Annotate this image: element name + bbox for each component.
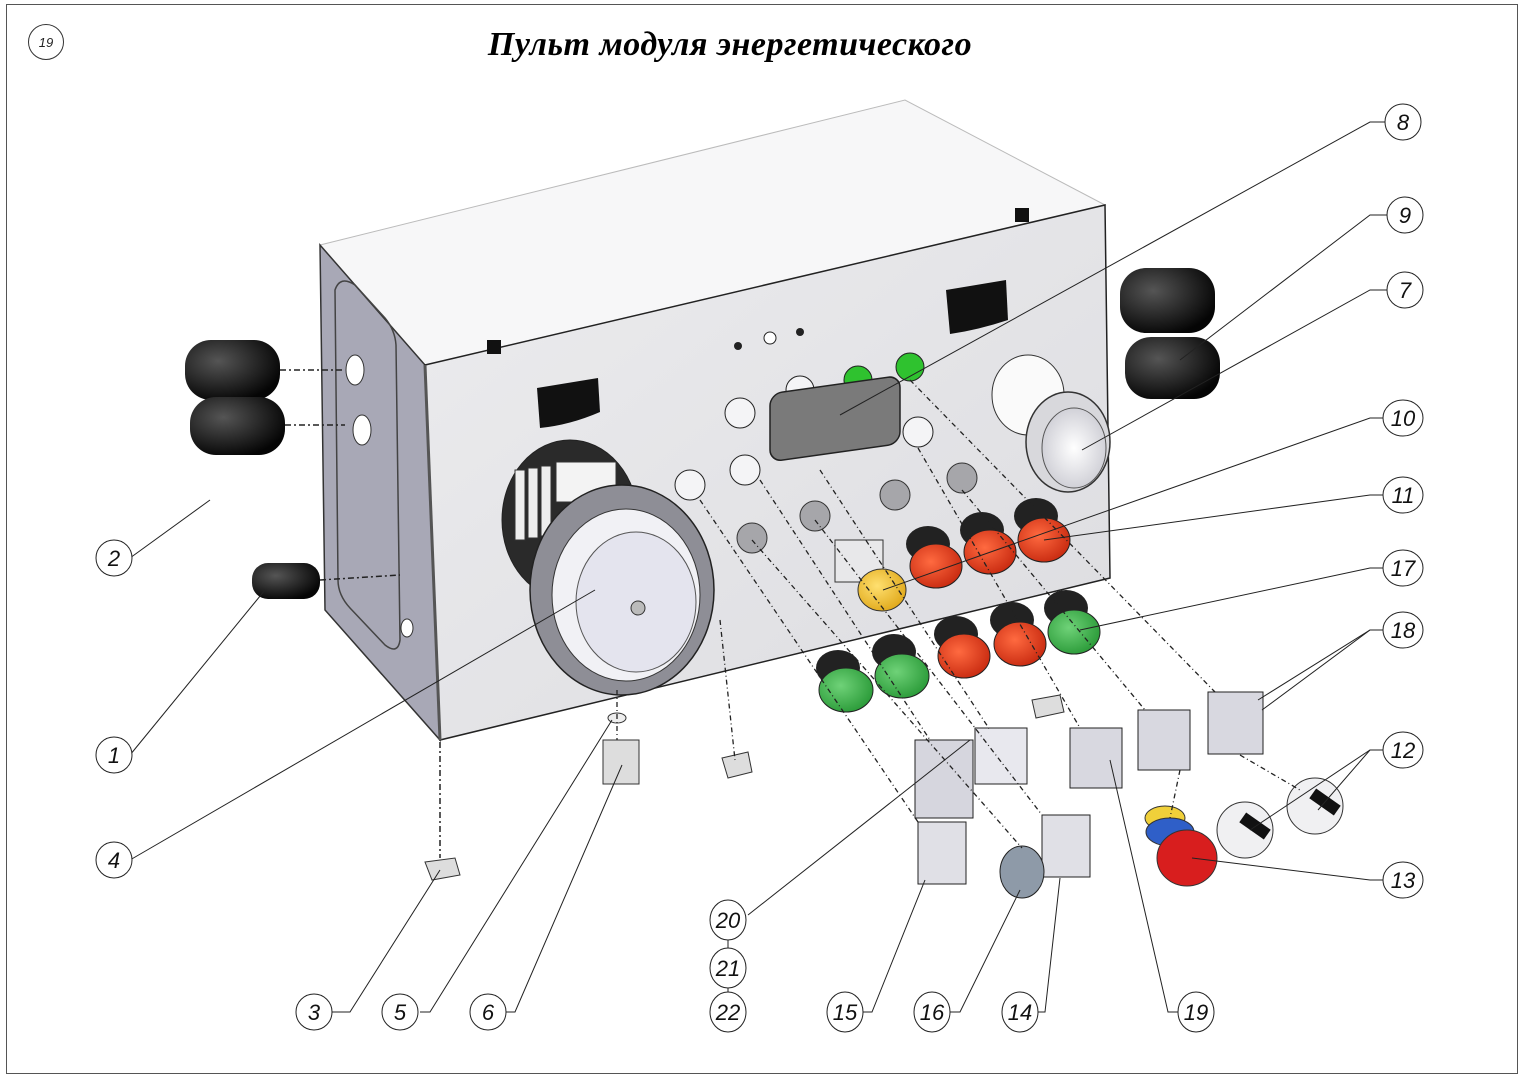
- callout-15: 15: [826, 991, 864, 1033]
- svg-text:4: 4: [108, 848, 120, 873]
- large-lens: [1025, 391, 1111, 493]
- side-hole: [400, 618, 414, 638]
- emergency-stop: [1144, 805, 1218, 887]
- callout-17: 17: [1382, 549, 1424, 587]
- clip: [721, 751, 753, 779]
- cable-gland: [190, 397, 285, 455]
- latch: [1015, 208, 1029, 222]
- cable-glands-left: [185, 340, 401, 599]
- callout-9: 9: [1386, 196, 1424, 234]
- enclosure: [319, 99, 1111, 743]
- panel-edge: [423, 364, 442, 741]
- pushbuttons: [816, 498, 1101, 713]
- svg-text:15: 15: [833, 1000, 858, 1025]
- svg-text:20: 20: [715, 908, 741, 933]
- svg-text:17: 17: [1391, 556, 1416, 581]
- round-cover: [529, 484, 715, 696]
- callout-14: 14: [1001, 991, 1039, 1033]
- red-pushbutton: [906, 526, 963, 589]
- svg-text:11: 11: [1392, 483, 1415, 508]
- svg-text:10: 10: [1391, 406, 1416, 431]
- callout-11: 11: [1382, 476, 1424, 514]
- callout-2: 2: [95, 539, 133, 577]
- key-switch: [1041, 814, 1091, 878]
- svg-text:5: 5: [394, 1000, 407, 1025]
- contact-block: [1207, 691, 1264, 755]
- svg-text:12: 12: [1391, 738, 1415, 763]
- latch: [487, 340, 501, 354]
- svg-text:16: 16: [920, 1000, 945, 1025]
- assembly-lines: [616, 379, 1301, 849]
- cable-clamp: [424, 857, 461, 881]
- callouts: 1 2 3 4 5 6 7 8 9 10 11 12 13 14 15 16 1…: [95, 103, 1424, 1033]
- side-gasket-outline: [334, 280, 401, 650]
- small-cable-gland: [252, 563, 320, 599]
- callout-13: 13: [1382, 861, 1424, 899]
- callout-3: 3: [295, 993, 333, 1031]
- clip: [1031, 694, 1065, 719]
- callout-6: 6: [469, 993, 507, 1031]
- svg-text:21: 21: [715, 956, 740, 981]
- svg-text:13: 13: [1391, 868, 1416, 893]
- callout-1: 1: [95, 736, 133, 774]
- svg-text:14: 14: [1008, 1000, 1032, 1025]
- green-pushbutton: [1044, 590, 1101, 655]
- cable-gland: [1125, 337, 1220, 399]
- callout-12: 12: [1382, 731, 1424, 769]
- contact-block: [1137, 709, 1191, 771]
- contact-block: [974, 727, 1028, 785]
- red-pushbutton: [990, 602, 1047, 667]
- green-pushbutton: [816, 650, 874, 713]
- svg-text:3: 3: [308, 1000, 321, 1025]
- svg-text:6: 6: [482, 1000, 495, 1025]
- svg-text:7: 7: [1399, 278, 1412, 303]
- callout-7: 7: [1386, 271, 1424, 309]
- rectangular-housing: [769, 376, 901, 461]
- sheet-number: 19: [28, 24, 64, 60]
- red-pushbutton: [934, 616, 991, 679]
- svg-text:8: 8: [1397, 110, 1410, 135]
- green-pushbutton: [872, 634, 930, 699]
- key-switch: [917, 821, 967, 885]
- callout-21: 21: [709, 947, 747, 989]
- contact-block: [914, 739, 974, 819]
- leader-lines: [129, 121, 1387, 1013]
- drawing-title: Пульт модуля энергетического: [487, 26, 973, 63]
- contact-block: [1069, 727, 1123, 789]
- svg-text:22: 22: [715, 1000, 740, 1025]
- contact-blocks: [914, 691, 1264, 899]
- svg-text:9: 9: [1399, 203, 1411, 228]
- cable-glands-right: [1120, 268, 1220, 399]
- svg-text:18: 18: [1391, 618, 1416, 643]
- callout-5: 5: [381, 993, 419, 1031]
- callout-16: 16: [913, 991, 951, 1033]
- panel-handle: [946, 280, 1008, 334]
- svg-text:19: 19: [1184, 1000, 1208, 1025]
- green-indicator: [895, 352, 925, 382]
- selector-knob: [999, 845, 1045, 899]
- callout-10: 10: [1382, 399, 1424, 437]
- callout-20: 20: [709, 899, 747, 941]
- callout-18: 18: [1382, 611, 1424, 649]
- yellow-pushbutton: [834, 539, 907, 612]
- callout-19: 19: [1177, 991, 1215, 1033]
- drawing-frame: [6, 4, 1518, 1074]
- hex-standoff: [602, 739, 640, 785]
- svg-text:2: 2: [107, 546, 120, 571]
- cable-gland: [185, 340, 280, 400]
- selector-switches: [1216, 777, 1344, 859]
- side-hole: [345, 354, 365, 386]
- svg-text:1: 1: [108, 743, 120, 768]
- callout-4: 4: [95, 841, 133, 879]
- callout-22: 22: [709, 991, 747, 1033]
- cable-gland: [1120, 268, 1215, 333]
- side-hole: [352, 414, 372, 446]
- callout-8: 8: [1384, 103, 1422, 141]
- terminal-blocks: [514, 461, 617, 541]
- panel-handle: [537, 378, 600, 428]
